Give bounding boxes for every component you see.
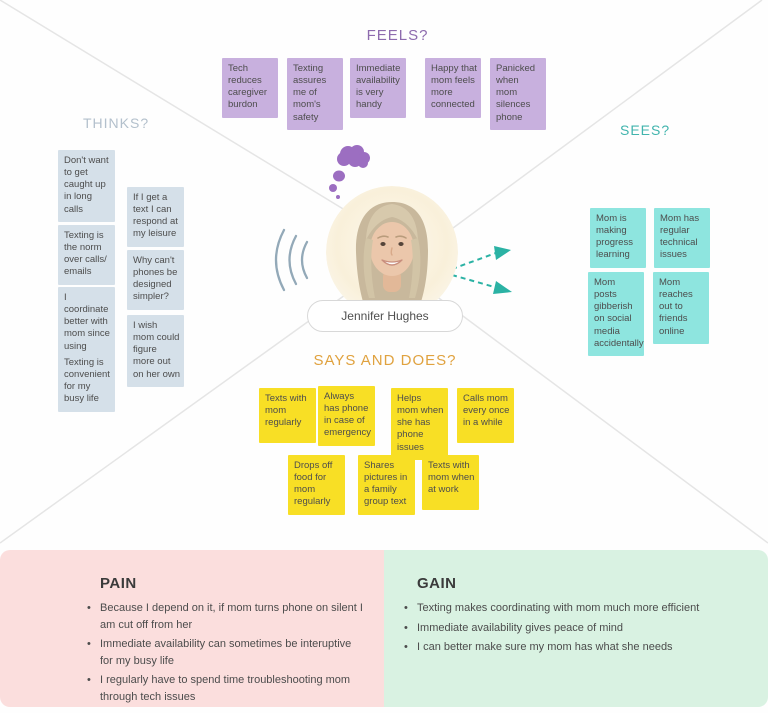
- says-and-does-title: SAYS AND DOES?: [313, 352, 457, 369]
- sticky-note[interactable]: Shares pictures in a family group text: [358, 455, 415, 515]
- sticky-note[interactable]: Mom reaches out to friends online: [653, 272, 709, 344]
- feels-title: FEELS?: [366, 27, 429, 44]
- thinks-title: THINKS?: [83, 115, 150, 131]
- sticky-note[interactable]: Calls mom every once in a while: [457, 388, 514, 443]
- outgoing-arrows-icon: [451, 246, 512, 294]
- sticky-note[interactable]: Tech reduces caregiver burdon: [222, 58, 278, 118]
- sticky-note[interactable]: Mom has regular technical issues: [654, 208, 710, 268]
- pain-title: PAIN: [100, 575, 137, 592]
- sticky-note[interactable]: Texting assures me of mom's safety: [287, 58, 343, 130]
- sticky-note[interactable]: Always has phone in case of emergency: [318, 386, 375, 446]
- sticky-note[interactable]: Drops off food for mom regularly: [288, 455, 345, 515]
- sticky-note[interactable]: If I get a text I can respond at my leis…: [127, 187, 184, 247]
- sticky-note[interactable]: Panicked when mom silences phone: [490, 58, 546, 130]
- sound-waves-icon: [274, 228, 309, 292]
- persona-name: Jennifer Hughes: [341, 309, 429, 323]
- sticky-note[interactable]: Helps mom when she has phone issues: [391, 388, 448, 460]
- sticky-note[interactable]: Texts with mom regularly: [259, 388, 316, 443]
- pain-item: Because I depend on it, if mom turns pho…: [85, 600, 365, 633]
- persona-photo: [326, 186, 458, 318]
- sticky-note[interactable]: Why can't phones be designed simpler?: [127, 250, 184, 310]
- thought-cloud-icon: [329, 145, 370, 199]
- pain-item: Immediate availability can sometimes be …: [85, 636, 365, 669]
- gain-panel: GAIN Texting makes coordinating with mom…: [384, 550, 768, 707]
- sticky-note[interactable]: Immediate availability is very handy: [350, 58, 406, 118]
- gain-item: Immediate availability gives peace of mi…: [402, 620, 702, 637]
- sticky-note[interactable]: Texting is convenient for my busy life: [58, 352, 115, 412]
- sticky-note[interactable]: Mom is making progress learning: [590, 208, 646, 268]
- pain-item: I regularly have to spend time troublesh…: [85, 672, 365, 705]
- persona-name-pill[interactable]: Jennifer Hughes: [307, 300, 463, 332]
- sticky-note[interactable]: Happy that mom feels more connected: [425, 58, 481, 118]
- gain-item: Texting makes coordinating with mom much…: [402, 600, 702, 617]
- gain-title: GAIN: [417, 575, 457, 592]
- sticky-note[interactable]: I wish mom could figure more out on her …: [127, 315, 184, 387]
- sticky-note[interactable]: Texting is the norm over calls/ emails: [58, 225, 115, 285]
- pain-list: Because I depend on it, if mom turns pho…: [85, 600, 365, 707]
- sticky-note[interactable]: Don't want to get caught up in long call…: [58, 150, 115, 222]
- sticky-note[interactable]: Mom posts gibberish on social media acci…: [588, 272, 644, 356]
- gain-list: Texting makes coordinating with mom much…: [402, 600, 702, 659]
- pain-panel: PAIN Because I depend on it, if mom turn…: [0, 550, 384, 707]
- sticky-note[interactable]: Texts with mom when at work: [422, 455, 479, 510]
- sees-title: SEES?: [620, 122, 671, 138]
- gain-item: I can better make sure my mom has what s…: [402, 639, 702, 656]
